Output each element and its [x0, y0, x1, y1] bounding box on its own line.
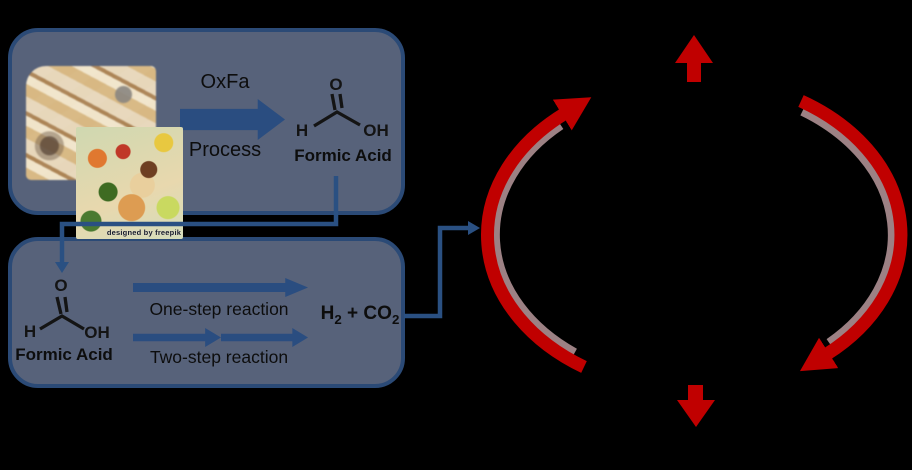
formic-acid-caption-top: Formic Acid — [294, 146, 392, 165]
red-down-arrow-icon — [677, 385, 715, 427]
plus-co-base: + CO — [341, 303, 392, 324]
one-step-reaction-label: One-step reaction — [149, 299, 289, 319]
hydrogen-co2-product-label: H2 + CO2 — [310, 304, 410, 327]
process-label: Process — [188, 139, 262, 161]
cycle-arc-left-shadow — [487, 119, 577, 360]
connector-product-to-cycle-line — [404, 225, 469, 319]
photo-credit: designed by freepik — [106, 228, 182, 237]
cycle-arc-left-icon — [481, 97, 592, 373]
formic-acid-caption-bottom: Formic Acid — [15, 345, 113, 364]
cycle-arc-right-shadow — [800, 104, 900, 349]
two-step-reaction-label: Two-step reaction — [149, 347, 289, 367]
food-waste-photo: designed by freepik — [76, 127, 183, 239]
h2-base: H — [320, 303, 335, 324]
oxfa-label: OxFa — [200, 71, 250, 93]
h2-subscript: 2 — [334, 311, 342, 327]
cycle-arc-right-icon — [798, 95, 908, 372]
connector-product-to-cycle-arrowhead-icon — [468, 221, 480, 235]
co2-subscript: 2 — [391, 311, 400, 327]
red-up-arrow-icon — [675, 35, 713, 82]
